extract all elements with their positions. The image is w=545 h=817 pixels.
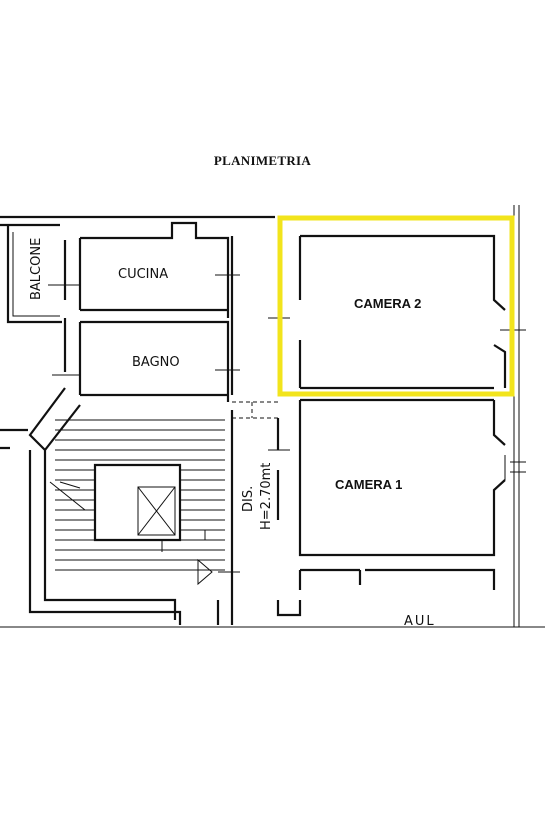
bagno-wall [63,318,230,402]
aul-label: AUL [404,614,436,629]
cucina-wall [63,221,230,318]
camera2-wall [298,234,507,390]
balcone-label: BALCONE [29,238,44,300]
lift-cab [137,486,176,536]
camera1-label: CAMERA 1 [335,477,402,492]
bottom-walls [28,450,302,625]
stair-treads [55,419,225,571]
bagno-label: BAGNO [132,355,180,370]
lift-shaft [93,463,182,542]
lower-right-walls [298,568,496,590]
arrow-marker [197,558,213,586]
camera2-label: CAMERA 2 [354,296,421,311]
cucina-label: CUCINA [118,267,168,282]
dis-label: DIS. [241,486,256,512]
camera1-wall [298,398,506,557]
height-label: H=2.70mt [259,463,274,530]
balcone-wall [6,225,62,324]
plan-title: PLANIMETRIA [213,153,312,168]
camera2-highlight [277,215,515,397]
stair-walls [0,387,177,620]
